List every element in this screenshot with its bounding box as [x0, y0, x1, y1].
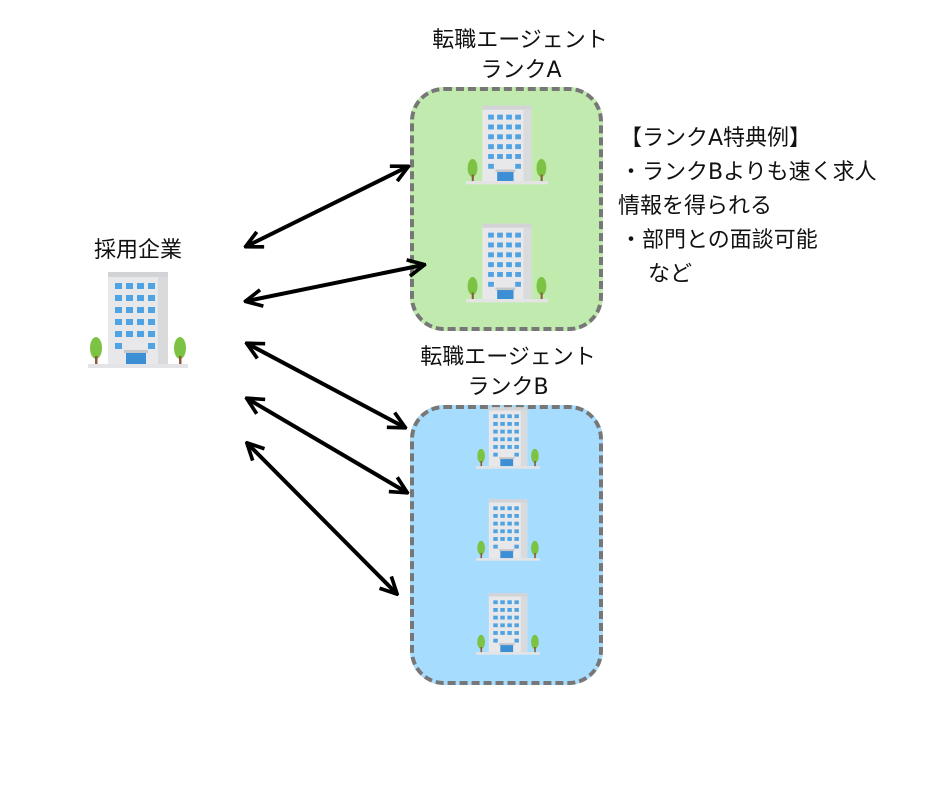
agent-b-office-3-icon	[476, 593, 540, 655]
agent-b-title-line2: ランクB	[467, 375, 549, 400]
company-label: 採用企業	[93, 238, 182, 263]
arrow-company-agent-a-1	[247, 167, 407, 246]
agent-a-title: 転職エージェント ランクA	[400, 26, 640, 86]
agent-a-office-1-icon	[466, 105, 548, 185]
perks-heading: 【ランクA特典例】	[620, 126, 812, 151]
arrow-company-agent-a-2	[247, 265, 423, 301]
arrow-company-agent-b-3	[248, 444, 396, 593]
agent-b-title-line1: 転職エージェント	[420, 345, 596, 370]
perks-line-3: ・部門との面談可能	[620, 228, 818, 253]
perks-line-4: など	[648, 262, 693, 287]
agent-b-office-1-icon	[476, 407, 540, 469]
company-building-icon	[88, 272, 188, 368]
agent-a-title-line2: ランクA	[480, 58, 562, 83]
agent-b-title: 転職エージェント ランクB	[388, 343, 628, 403]
perks-text: 【ランクA特典例】 ・ランクBよりも速く求人 情報を得られる ・部門との面談可能…	[618, 122, 877, 292]
agent-a-title-line1: 転職エージェント	[432, 28, 608, 53]
agent-b-office-2-icon	[476, 499, 540, 561]
perks-line-2: 情報を得られる	[618, 194, 773, 219]
arrow-company-agent-b-2	[248, 399, 406, 492]
perks-line-1: ・ランクBよりも速く求人	[620, 160, 877, 185]
agent-a-office-2-icon	[466, 223, 548, 303]
